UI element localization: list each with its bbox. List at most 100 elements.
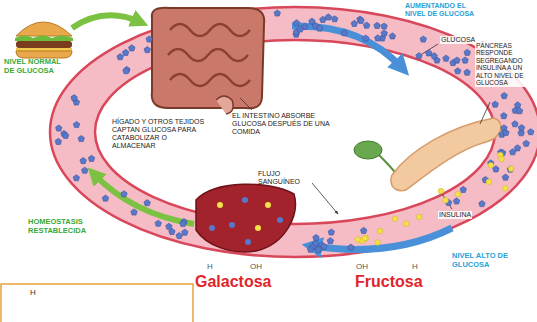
glucose-dot [518, 124, 524, 130]
glucose-dot [297, 26, 303, 32]
formula-group: H [30, 288, 36, 297]
glucose-dot [502, 174, 508, 180]
gallbladder-illustration [354, 141, 398, 176]
glucose-dot [516, 108, 522, 114]
glucose-dot [443, 55, 449, 61]
glucose-dot [360, 227, 366, 233]
glucose-dot [73, 121, 79, 127]
glucose-dot [328, 229, 334, 235]
annotation-label: INSULINA [438, 211, 472, 219]
insulin-dot [488, 162, 494, 168]
insulin-dot [508, 166, 514, 172]
glucose-dot [528, 129, 534, 135]
glucose-dot [102, 195, 108, 201]
blue-arrow [312, 228, 452, 249]
green-arrow [72, 15, 140, 28]
liver-glucose-dots [209, 197, 283, 245]
glucose-dot [146, 36, 152, 42]
glucose-dot [144, 200, 150, 206]
insulin-dot [362, 235, 368, 241]
glucose-dot [493, 166, 499, 172]
glucose-dot [454, 68, 460, 74]
glucose-dot [155, 220, 161, 226]
pancreas-illustration [391, 118, 501, 191]
glucose-dot [523, 140, 529, 146]
glucose-dot [180, 220, 186, 226]
liver-illustration [196, 184, 295, 252]
glucose-dot [73, 175, 79, 181]
glucose-dot [144, 47, 150, 53]
glucose-dot [389, 33, 395, 39]
annotation-label: HÍGADO Y OTROS TEJIDOS CAPTAN GLUCOSA PA… [112, 118, 212, 150]
glucose-dot [492, 101, 498, 107]
insulin-dot [502, 186, 508, 192]
annotation-label: HOMEOSTASIS RESTABLECIDA [28, 218, 112, 235]
glucose-dot [307, 246, 313, 252]
insulin-dot [443, 197, 449, 203]
glucose-dot [78, 135, 84, 141]
glucose-dot [514, 145, 520, 151]
insulin-dot [355, 237, 361, 243]
insulin-dot [377, 228, 383, 234]
annotation-label: FLUJO SANGUÍNEO [258, 170, 308, 186]
insulin-dot [363, 235, 369, 241]
glucose-dot [351, 20, 357, 26]
annotation-label: NIVEL ALTO DE GLUCOSA [452, 252, 532, 269]
formula-group: OH [356, 262, 368, 271]
glucose-dot [375, 35, 381, 41]
glucose-dot [117, 54, 123, 60]
blood-ring [50, 7, 537, 257]
glucose-dots [55, 10, 534, 253]
glucose-dot [453, 198, 459, 204]
formula-group: OH [250, 262, 262, 271]
insulin-dot [455, 191, 461, 197]
glucose-dot [462, 57, 468, 63]
glucose-dot [416, 53, 422, 59]
glucose-dot [121, 191, 127, 197]
glucose-dot [454, 57, 460, 63]
glucose-dot [309, 18, 315, 24]
glucose-dot [293, 20, 299, 26]
insulin-dot [486, 179, 492, 185]
glucose-dot [169, 228, 175, 234]
structure-panel [1, 284, 193, 322]
insulin-dot [438, 188, 444, 194]
glucose-dot [358, 17, 364, 23]
glucose-dot [315, 246, 321, 252]
glucose-dot [381, 23, 387, 29]
glucose-dot [71, 95, 77, 101]
glucose-dot [341, 30, 347, 36]
formula-group: H [207, 262, 213, 271]
glucose-dot [129, 45, 135, 51]
sugar-name: Fructosa [355, 273, 423, 291]
glucose-dot [381, 30, 387, 36]
glucose-dot [479, 200, 485, 206]
burger-icon [15, 22, 73, 58]
annotation-label: PÁNCREAS RESPONDE SEGREGANDO INSULINA A … [475, 42, 535, 87]
glucose-dot [464, 69, 470, 75]
annotation-label: GLUCOSA [440, 36, 476, 44]
glucose-dot [182, 229, 188, 235]
glucose-dot [122, 49, 128, 55]
glucose-dot [374, 22, 380, 28]
green-arrow [94, 174, 194, 224]
insulin-dot [499, 156, 505, 162]
glucose-dot [363, 22, 369, 28]
glucose-dot [316, 25, 322, 31]
glucose-dot [123, 68, 129, 74]
glucose-dot [514, 102, 520, 108]
glucose-dot [176, 232, 182, 238]
insulin-dot [403, 221, 409, 227]
glucose-dot [431, 53, 437, 59]
glucose-dot [56, 125, 62, 131]
insulin-dot [375, 240, 381, 246]
glucose-dot [507, 166, 513, 172]
sugar-name: Galactosa [195, 273, 271, 291]
glucose-dot [313, 234, 319, 240]
glucose-dot [420, 36, 426, 42]
annotation-label: NIVEL NORMAL DE GLUCOSA [4, 58, 66, 75]
glucose-dot [320, 16, 326, 22]
glucose-dot [325, 14, 331, 20]
glucose-dot [274, 10, 280, 16]
